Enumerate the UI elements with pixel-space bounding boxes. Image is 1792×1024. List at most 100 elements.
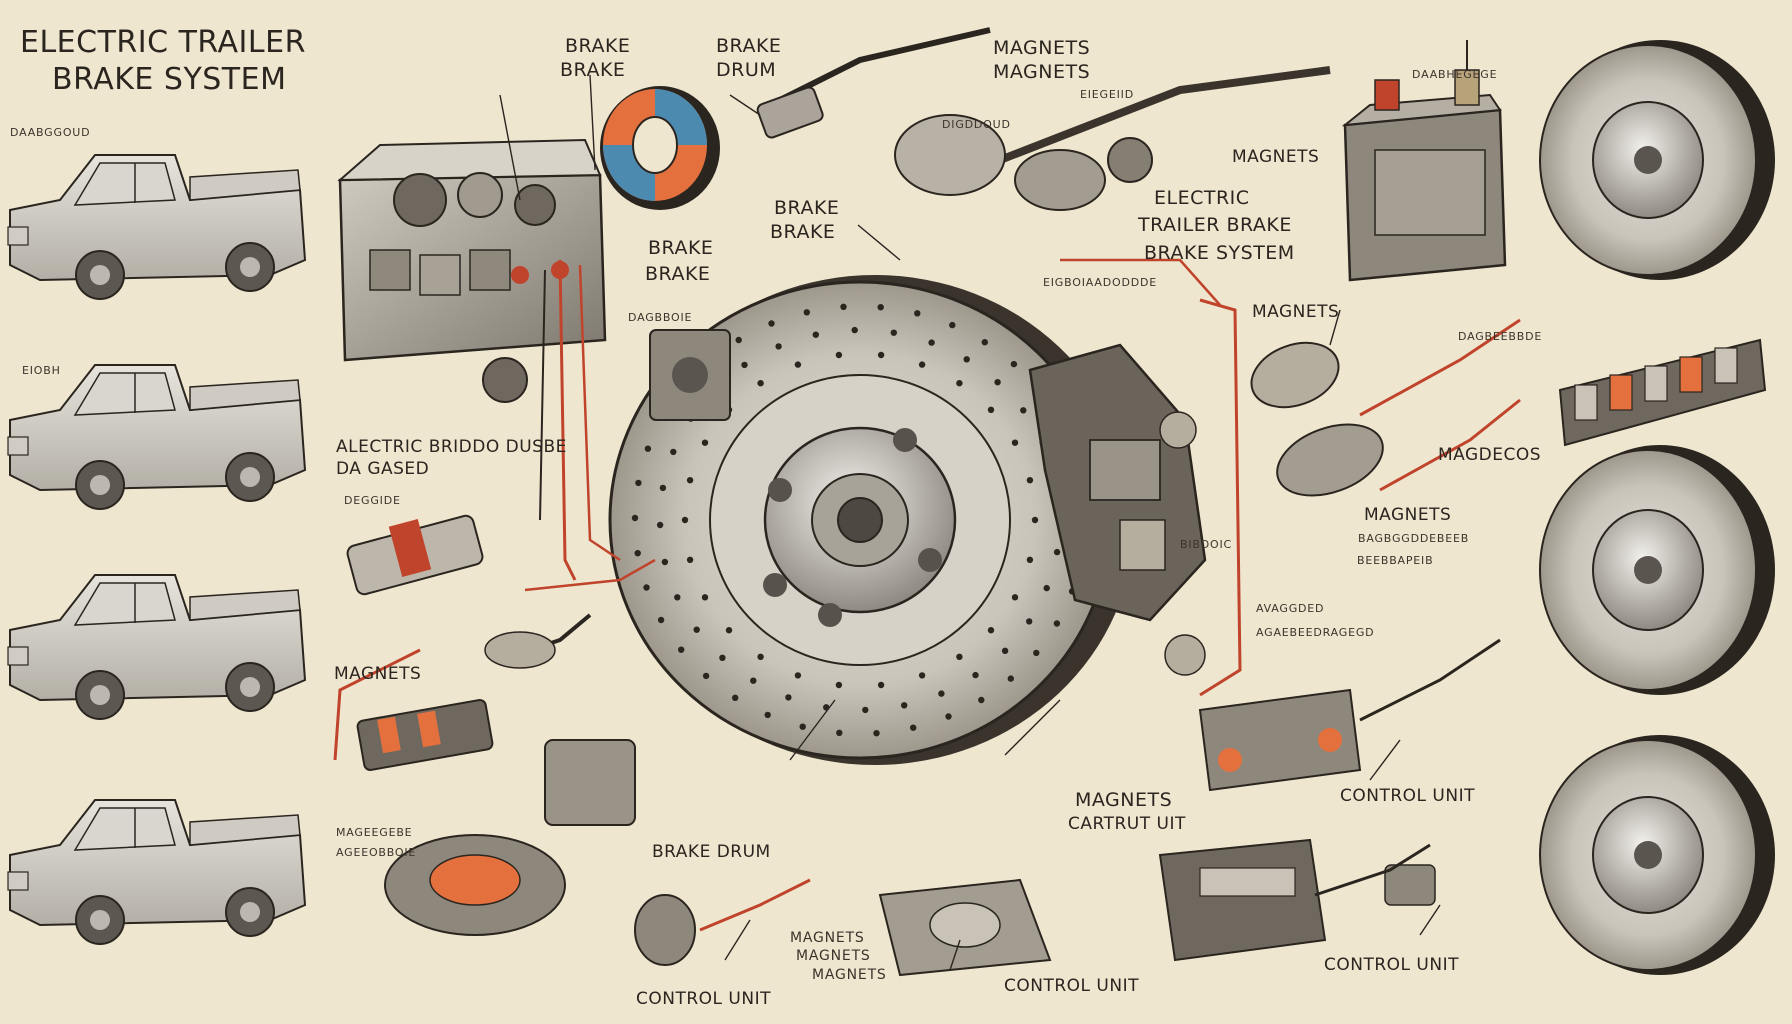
rotor-drill-hole — [701, 594, 709, 601]
rotor-drill-hole — [657, 616, 665, 624]
label-control-unit-right-bottom: CONTROL UNIT — [1324, 955, 1459, 975]
label-magnets-stack-a: MAGNETS — [790, 930, 865, 946]
side-rotor-3 — [1539, 735, 1775, 975]
rotor-drill-hole — [918, 361, 926, 368]
rotor-drill-hole — [987, 406, 995, 413]
rotor-drill-hole — [981, 339, 988, 346]
rotor-drill-hole — [1020, 407, 1027, 414]
rotor-drill-hole — [674, 594, 681, 601]
label-control-unit-bottom-center: CONTROL UNIT — [1004, 976, 1139, 996]
label-electric-trailer-right-b: TRAILER BRAKE — [1138, 214, 1292, 236]
rotor-drill-hole — [661, 558, 669, 566]
rotor-drill-hole — [1043, 584, 1050, 592]
rotor-drill-holes — [631, 303, 1089, 737]
rotor-drill-hole — [768, 320, 775, 327]
rotor-drill-hole — [835, 681, 843, 689]
rotor-drill-hole — [1007, 675, 1014, 682]
rotor-drill-hole — [1011, 594, 1019, 601]
label-brake-drum-top-a: BRAKE — [716, 35, 782, 57]
rotor-drill-hole — [686, 477, 694, 484]
wire-illustrations — [333, 258, 1521, 932]
label-brake-drum-top-b: DRUM — [716, 59, 777, 81]
rotor-drill-hole — [877, 681, 885, 689]
rotor-drill-hole — [987, 627, 995, 634]
rotor-drill-hole — [785, 694, 792, 701]
connector-illustrations-top — [756, 27, 1331, 211]
rotor-drill-hole — [918, 672, 926, 679]
label-alectric-b: DA GASED — [336, 459, 430, 479]
rotor-drill-hole — [757, 653, 764, 660]
scribble-label: BEEBBAPEIB — [1357, 554, 1434, 567]
rotor-drill-hole — [938, 690, 945, 697]
rotor-drill-hole — [686, 556, 694, 563]
rotor-drill-hole — [835, 351, 843, 359]
rotor-drill-hole — [794, 361, 802, 368]
rotor-drill-hole — [799, 723, 806, 730]
rotor-drill-hole — [840, 303, 847, 310]
label-magnets-top-a: MAGNETS — [993, 37, 1091, 59]
scribble-label: BIBDOIC — [1180, 538, 1232, 551]
label-brake-brake-3-a: BRAKE — [648, 237, 714, 259]
rotor-drill-hole — [764, 711, 771, 719]
label-magnets-left: MAGNETS — [334, 664, 422, 684]
label-electric-trailer-right-a: ELECTRIC — [1154, 187, 1250, 209]
diagram-title-line-1: ELECTRIC TRAILER — [20, 25, 306, 60]
rotor-drill-hole — [972, 671, 979, 679]
side-rotor-2 — [1539, 445, 1775, 695]
label-magnets-cartrut-b: CARTRUT UIT — [1068, 814, 1186, 834]
rotor-drill-hole — [928, 339, 935, 346]
label-control-unit-right: CONTROL UNIT — [1340, 786, 1475, 806]
rotor-drill-hole — [873, 730, 880, 737]
rotor-drill-hole — [1001, 647, 1009, 654]
label-magnets-stack-c: MAGNETS — [812, 967, 887, 983]
rotor-drill-hole — [750, 677, 757, 684]
rotor-drill-hole — [643, 584, 650, 591]
scribble-label: EIGBOIAADODDDE — [1043, 276, 1158, 289]
rotor-drill-hole — [890, 329, 897, 336]
rotor-drill-hole — [803, 309, 810, 316]
rotor-drill-hole — [732, 694, 739, 701]
label-magnets-right-2: MAGNETS — [1252, 302, 1340, 322]
rotor-drill-hole — [901, 702, 908, 709]
label-brake-brake-3-b: BRAKE — [645, 263, 711, 285]
scribble-label: EIEGEIID — [1080, 88, 1134, 101]
label-brake-brake-1-a: BRAKE — [565, 35, 631, 57]
scribble-label: AGEEOBBOIE — [336, 846, 417, 859]
rotor-drill-hole — [757, 380, 764, 387]
brake-ring-illustration — [600, 86, 720, 210]
label-brake-drum-bottom: BRAKE DRUM — [652, 842, 771, 862]
scribble-label: DEGGIDE — [344, 494, 401, 507]
rotor-drill-hole — [1053, 548, 1061, 556]
rotor-drill-hole — [1010, 360, 1018, 368]
rotor-drill-hole — [963, 356, 970, 363]
label-magnets-right-1: MAGNETS — [1232, 147, 1320, 167]
label-magedecos: MAGDECOS — [1438, 445, 1542, 465]
leader-lines — [499, 74, 1441, 971]
rotor-drill-hole — [1026, 556, 1034, 563]
rotor-drill-hole — [1053, 620, 1061, 627]
truck-illustration-4 — [7, 799, 307, 945]
rotor-drill-hole — [631, 514, 639, 522]
rotor-drill-hole — [681, 516, 689, 524]
label-magnets-right-3: MAGNETS — [1364, 505, 1452, 525]
rotor-drill-hole — [877, 304, 884, 311]
rotor-drill-hole — [949, 321, 956, 329]
rotor-drill-hole — [877, 351, 885, 359]
rotor-drill-hole — [1026, 618, 1033, 625]
rotor-drill-hole — [862, 706, 869, 714]
rotor-drill-hole — [914, 310, 921, 317]
rotor-drill-hole — [719, 654, 726, 661]
rotor-drill-hole — [956, 653, 963, 660]
scribble-label: EIOBH — [22, 364, 61, 377]
rotor-drill-hole — [1026, 477, 1034, 484]
rotor-drill-hole — [994, 379, 1001, 386]
label-brake-brake-1-b: BRAKE — [560, 59, 626, 81]
rotor-drill-hole — [670, 448, 677, 456]
label-brake-brake-2-b: BRAKE — [770, 221, 836, 243]
rotor-drill-hole — [851, 326, 858, 334]
rotor-drill-hole — [741, 361, 748, 369]
rotor-drill-hole — [956, 380, 963, 387]
rotor-drill-hole — [1011, 439, 1019, 446]
